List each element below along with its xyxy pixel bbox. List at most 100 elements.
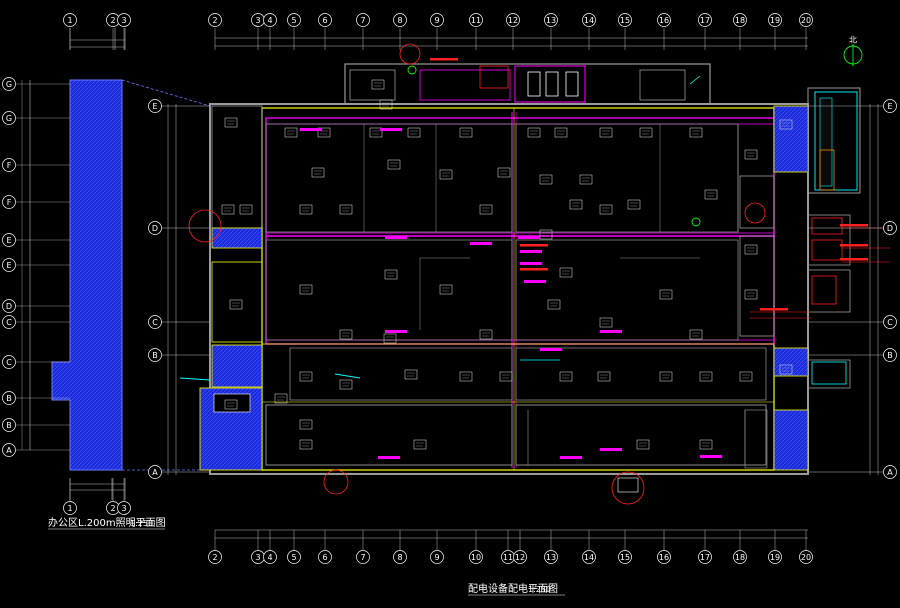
- grid-bubble-circle: [469, 13, 483, 27]
- grid-bubble-circle: [208, 550, 222, 564]
- grid-bubble-top: 8: [393, 13, 407, 27]
- equipment-box: [744, 149, 758, 160]
- equipment-box: [339, 329, 353, 340]
- office-drawing-title: 办公区L.200m照明平面图: [48, 516, 166, 529]
- equipment-box: [274, 393, 288, 404]
- grid-bubble-circle: [430, 550, 444, 564]
- circuit-tag: [385, 330, 407, 333]
- circuit-tag: [524, 280, 546, 283]
- grid-bubble-label: 6: [322, 16, 327, 25]
- grid-bubble-label: C: [887, 318, 893, 327]
- grid-bubble-circle: [733, 13, 747, 27]
- grid-bubble-label: 11: [471, 16, 481, 25]
- grid-bubble-label: D: [152, 224, 158, 233]
- grid-bubble-circle: [799, 13, 813, 27]
- grid-bubble-circle: [117, 501, 131, 515]
- grid-bubble-bottom: 11: [501, 550, 515, 564]
- grid-bubble-label: 11: [503, 553, 513, 562]
- equipment-box: [636, 439, 650, 450]
- equipment-box: [439, 284, 453, 295]
- grid-bubble-circle: [506, 13, 520, 27]
- grid-bubble-label: C: [152, 318, 158, 327]
- equipment-box: [299, 371, 313, 382]
- equipment-box: [689, 329, 703, 340]
- grid-bubble-label: B: [152, 351, 158, 360]
- equipment-box: [739, 371, 753, 382]
- equipment-box: [779, 119, 793, 130]
- grid-bubble-circle: [208, 13, 222, 27]
- grid-bubble-label: E: [6, 236, 11, 245]
- grid-bubble-circle: [513, 550, 527, 564]
- grid-bubble-bottom: 12: [513, 550, 527, 564]
- grid-bubble-label: 9: [434, 553, 439, 562]
- office-grid-bubble: F: [2, 195, 16, 209]
- grid-bubble-top: 5: [287, 13, 301, 27]
- grid-bubble-bottom: 18: [733, 550, 747, 564]
- grid-bubble-circle: [63, 13, 77, 27]
- equipment-box: [299, 439, 313, 450]
- grid-bubble-label: 20: [801, 553, 811, 562]
- equipment-box: [497, 167, 511, 178]
- grid-bubble-bottom: 8: [393, 550, 407, 564]
- grid-bubble-label: G: [6, 80, 12, 89]
- circuit-tag: [700, 455, 722, 458]
- equipment-box: [459, 371, 473, 382]
- grid-bubble-circle: [263, 550, 277, 564]
- equipment-box: [599, 317, 613, 328]
- equipment-box: [539, 229, 553, 240]
- grid-bubble-circle: [544, 13, 558, 27]
- grid-bubble-bottom: 7: [356, 550, 370, 564]
- equipment-box: [547, 299, 561, 310]
- grid-bubble-circle: [883, 315, 897, 329]
- grid-bubble-label: 2: [110, 16, 115, 25]
- grid-bubble-circle: [2, 355, 16, 369]
- grid-bubble-label: A: [6, 446, 12, 455]
- north-arrow-label: 北: [849, 36, 857, 45]
- circuit-tag: [470, 242, 492, 245]
- grid-bubble-label: 6: [322, 553, 327, 562]
- grid-bubble-circle: [733, 550, 747, 564]
- grid-bubble-label: F: [7, 161, 12, 170]
- equipment-box: [224, 117, 238, 128]
- grid-bubble-left: C: [148, 315, 162, 329]
- grid-bubble-top: 15: [618, 13, 632, 27]
- grid-bubble-label: 1: [67, 504, 72, 513]
- grid-bubble-circle: [148, 348, 162, 362]
- grid-bubble-circle: [2, 77, 16, 91]
- grid-bubble-top: 14: [582, 13, 596, 27]
- grid-bubble-label: 14: [584, 16, 594, 25]
- main-building: [167, 37, 890, 539]
- equipment-box: [439, 169, 453, 180]
- grid-bubble-circle: [393, 13, 407, 27]
- equipment-box: [407, 127, 421, 138]
- grid-bubble-circle: [582, 550, 596, 564]
- main-drawing-title: 配电设备配电平面图: [468, 582, 558, 595]
- office-grid-bubble: F: [2, 158, 16, 172]
- equipment-box: [311, 167, 325, 178]
- grid-bubble-label: 14: [584, 553, 594, 562]
- grid-bubble-circle: [356, 13, 370, 27]
- equipment-box: [639, 127, 653, 138]
- grid-bubble-right: B: [883, 348, 897, 362]
- circuit-tag: [385, 236, 407, 239]
- grid-bubble-bottom: 9: [430, 550, 444, 564]
- equipment-box: [527, 127, 541, 138]
- equipment-box: [744, 289, 758, 300]
- grid-bubble-right: A: [883, 465, 897, 479]
- grid-bubble-label: 3: [255, 553, 260, 562]
- equipment-box: [597, 371, 611, 382]
- grid-bubble-label: 7: [360, 16, 365, 25]
- grid-bubble-label: 17: [700, 553, 710, 562]
- grid-bubble-circle: [393, 550, 407, 564]
- grid-bubble-label: 8: [397, 553, 402, 562]
- grid-bubble-circle: [618, 550, 632, 564]
- grid-bubble-top: 20: [799, 13, 813, 27]
- equipment-box: [699, 371, 713, 382]
- grid-bubble-circle: [768, 13, 782, 27]
- equipment-box: [699, 439, 713, 450]
- grid-bubble-label: 15: [620, 553, 630, 562]
- red-annotation: [840, 258, 868, 261]
